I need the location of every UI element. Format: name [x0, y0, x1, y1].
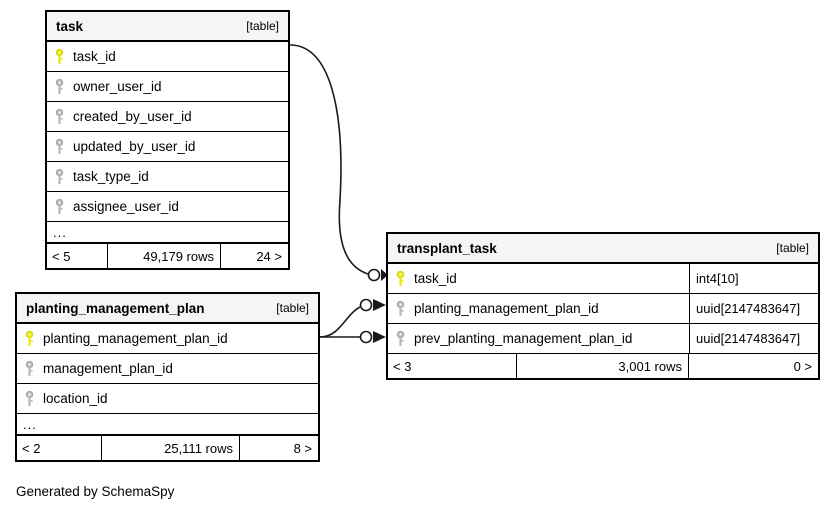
table-task-name: task	[56, 18, 84, 34]
primary-key-icon	[25, 330, 34, 346]
more-columns-marker: ...	[23, 416, 37, 432]
foreign-key-icon	[55, 78, 64, 94]
column-name: owner_user_id	[73, 79, 162, 94]
column-type: uuid[2147483647]	[689, 324, 818, 353]
table-row[interactable]: planting_management_plan_id	[17, 324, 318, 354]
table-row[interactable]: assignee_user_id	[47, 192, 288, 222]
edge-pmp-to-planting-management-plan-id	[319, 306, 361, 338]
column-name: prev_planting_management_plan_id	[414, 331, 633, 346]
table-row[interactable]: owner_user_id	[47, 72, 288, 102]
related-tables-right-count[interactable]: 24 >	[256, 248, 282, 264]
table-row[interactable]: task_id	[47, 42, 288, 72]
foreign-key-icon	[55, 138, 64, 154]
table-task-tag: [table]	[246, 19, 279, 33]
column-cell: planting_management_plan_id	[388, 294, 689, 323]
table-task[interactable]: task [table] task_id	[45, 10, 290, 270]
primary-key-icon	[55, 48, 64, 64]
table-transplant-task[interactable]: transplant_task [table] task_id int4[10]	[386, 232, 820, 380]
edge-endpoint-circle	[359, 330, 373, 344]
related-tables-left-count[interactable]: < 3	[393, 358, 412, 374]
foreign-key-icon	[25, 390, 34, 406]
row-count: 3,001 rows	[516, 354, 689, 378]
column-name: planting_management_plan_id	[414, 301, 599, 316]
column-name: assignee_user_id	[73, 199, 179, 214]
column-type: int4[10]	[689, 264, 818, 293]
column-cell: updated_by_user_id	[47, 132, 288, 161]
column-name: task_id	[73, 49, 116, 64]
edge-endpoint-circle	[367, 268, 381, 282]
table-row[interactable]: updated_by_user_id	[47, 132, 288, 162]
column-name: task_id	[414, 271, 457, 286]
table-planting-management-plan-header: planting_management_plan [table]	[17, 294, 318, 324]
table-row[interactable]: location_id	[17, 384, 318, 414]
table-task-footer: < 5 49,179 rows 24 >	[47, 244, 288, 268]
foreign-key-icon	[25, 360, 34, 376]
row-count: 49,179 rows	[107, 244, 221, 268]
table-row[interactable]: prev_planting_management_plan_id uuid[21…	[388, 324, 818, 354]
table-row[interactable]: task_id int4[10]	[388, 264, 818, 294]
column-cell: planting_management_plan_id	[17, 324, 318, 353]
column-name: task_type_id	[73, 169, 149, 184]
table-planting-management-plan-footer: < 2 25,111 rows 8 >	[17, 436, 318, 460]
foreign-key-icon	[55, 198, 64, 214]
column-name: created_by_user_id	[73, 109, 192, 124]
table-planting-management-plan-name: planting_management_plan	[26, 300, 205, 316]
generated-by-caption: Generated by SchemaSpy	[16, 484, 175, 499]
column-cell: prev_planting_management_plan_id	[388, 324, 689, 353]
related-tables-left-count[interactable]: < 2	[22, 440, 41, 456]
table-transplant-task-footer: < 3 3,001 rows 0 >	[388, 354, 818, 378]
more-columns-row: ...	[47, 222, 288, 244]
table-row[interactable]: created_by_user_id	[47, 102, 288, 132]
table-row[interactable]: planting_management_plan_id uuid[2147483…	[388, 294, 818, 324]
table-planting-management-plan-tag: [table]	[276, 301, 309, 315]
table-planting-management-plan[interactable]: planting_management_plan [table] plantin…	[15, 292, 320, 462]
row-count: 25,111 rows	[101, 436, 240, 460]
table-row[interactable]: management_plan_id	[17, 354, 318, 384]
edge-task-to-transplant-task	[289, 44, 369, 275]
column-cell: task_id	[47, 42, 288, 71]
primary-key-icon	[396, 270, 405, 286]
foreign-key-icon	[55, 168, 64, 184]
edge-endpoint-circle	[359, 298, 373, 312]
column-name: management_plan_id	[43, 361, 173, 376]
more-columns-row: ...	[17, 414, 318, 436]
related-tables-right-count[interactable]: 0 >	[793, 358, 812, 374]
more-columns-marker: ...	[53, 224, 67, 240]
column-cell: management_plan_id	[17, 354, 318, 383]
edge-arrowhead	[373, 331, 386, 343]
column-type: uuid[2147483647]	[689, 294, 818, 323]
column-cell: task_type_id	[47, 162, 288, 191]
column-cell: task_id	[388, 264, 689, 293]
related-tables-left-count[interactable]: < 5	[52, 248, 71, 264]
foreign-key-icon	[396, 300, 405, 316]
column-name: updated_by_user_id	[73, 139, 196, 154]
column-cell: assignee_user_id	[47, 192, 288, 221]
table-transplant-task-name: transplant_task	[397, 240, 497, 256]
related-tables-right-count[interactable]: 8 >	[293, 440, 312, 456]
foreign-key-icon	[396, 330, 405, 346]
foreign-key-icon	[55, 108, 64, 124]
column-cell: created_by_user_id	[47, 102, 288, 131]
edge-arrowhead	[373, 299, 386, 311]
column-cell: owner_user_id	[47, 72, 288, 101]
table-row[interactable]: task_type_id	[47, 162, 288, 192]
column-name: location_id	[43, 391, 108, 406]
table-transplant-task-tag: [table]	[776, 241, 809, 255]
table-task-header: task [table]	[47, 12, 288, 42]
column-name: planting_management_plan_id	[43, 331, 228, 346]
table-transplant-task-header: transplant_task [table]	[388, 234, 818, 264]
column-cell: location_id	[17, 384, 318, 413]
